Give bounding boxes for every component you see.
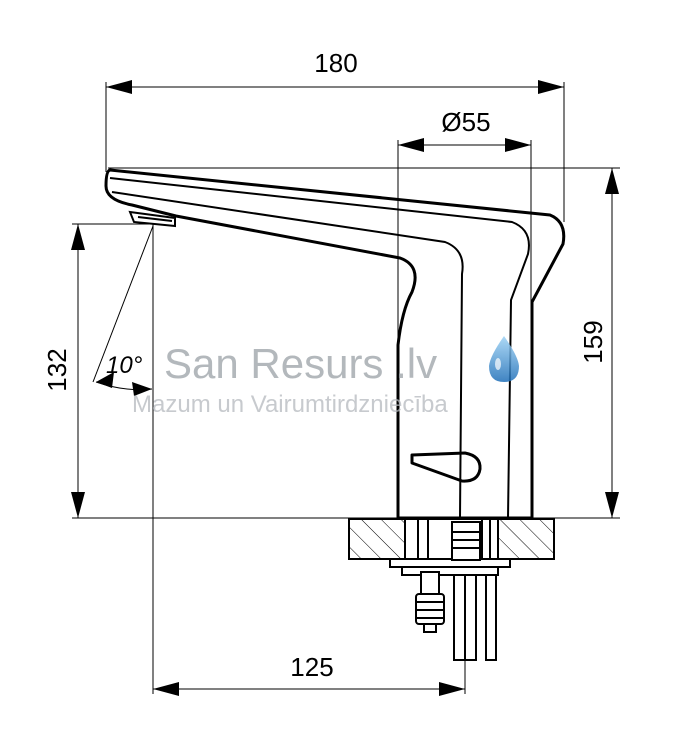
label-total-height: 159 [578,320,608,363]
extension-lines [72,82,620,694]
dimension-base-diameter: Ø55 [398,107,531,152]
label-spout-height: 132 [42,348,72,391]
watermark: San Resurs .lv Mazum un Vairumtirdzniecī… [132,336,519,418]
supply-pipes [415,521,497,661]
water-drop-icon [489,336,519,382]
dimension-overall-length: 180 [106,48,564,94]
label-base-diameter: Ø55 [441,107,490,137]
dimension-total-height: 159 [578,168,619,518]
dimension-spout-angle: 10° [92,225,154,396]
dimension-spout-height: 132 [42,224,85,518]
watermark-tagline: Mazum un Vairumtirdzniecība [132,391,448,418]
label-overall-length: 180 [314,48,357,78]
mounting-base [348,518,555,576]
faucet-body [104,168,566,520]
watermark-brand: San Resurs .lv [164,340,437,387]
dimension-spout-reach: 125 [153,652,465,696]
label-spout-angle: 10° [106,352,143,379]
label-spout-reach: 125 [290,652,333,682]
